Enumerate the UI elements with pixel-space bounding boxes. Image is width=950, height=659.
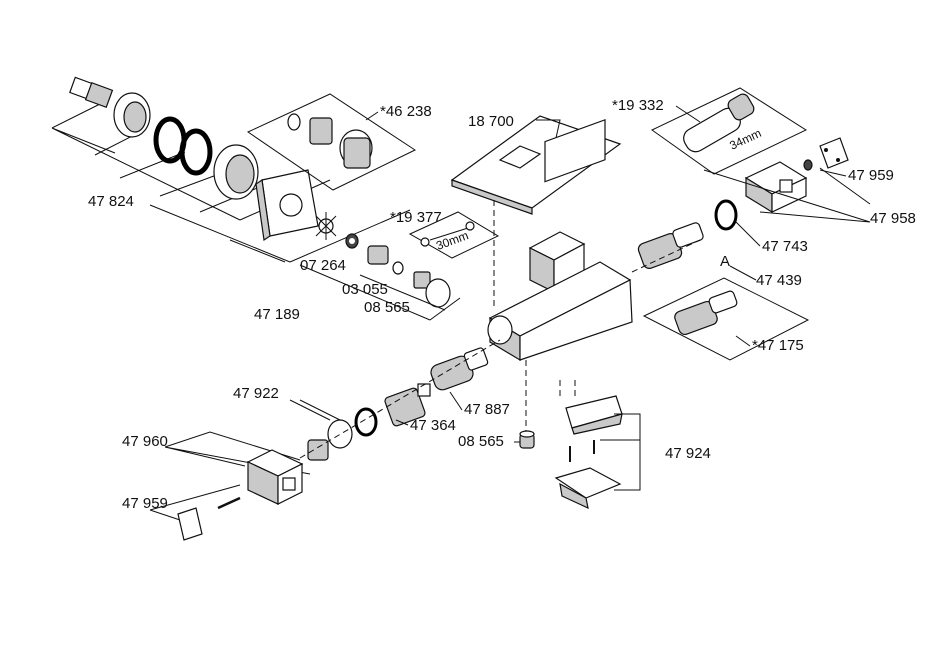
- label-47743: 47 743: [762, 238, 808, 255]
- square-cap: [746, 162, 806, 212]
- label-18700: 18 700: [468, 113, 514, 130]
- label-07264: 07 264: [300, 257, 346, 274]
- lower-right-assembly: [556, 396, 640, 508]
- spout-upper: [566, 396, 622, 434]
- mixer-body: [452, 116, 632, 438]
- label-A: A: [720, 253, 730, 270]
- label-47958: 47 958: [870, 210, 916, 227]
- screw-top-right: [804, 160, 812, 170]
- label-47922: 47 922: [233, 385, 279, 402]
- cover-plate: [820, 138, 848, 168]
- small-cylinder: [520, 431, 534, 448]
- star-washer: [316, 212, 336, 240]
- coupling: [308, 409, 376, 460]
- ring-47743: [716, 201, 736, 229]
- upper-left-assembly: [52, 77, 415, 262]
- label-47439: 47 439: [756, 272, 802, 289]
- label-46238: *46 238: [380, 103, 432, 120]
- label-03055: 03 055: [342, 281, 388, 298]
- threaded-adapter: [214, 145, 258, 199]
- label-08565-top: 08 565: [364, 299, 410, 316]
- label-47959-bottom: 47 959: [122, 495, 168, 512]
- label-30mm: 30mm: [434, 228, 470, 253]
- label-47959-top: 47 959: [848, 167, 894, 184]
- cartridge-47175: [673, 290, 738, 336]
- plate-left: [178, 508, 202, 540]
- label-19332: *19 332: [612, 97, 664, 114]
- spout-lower: [556, 468, 620, 508]
- label-47960: 47 960: [122, 433, 168, 450]
- screw-left: [218, 498, 240, 508]
- square-cover: [256, 170, 318, 240]
- label-47887: 47 887: [464, 401, 510, 418]
- label-47175: *47 175: [752, 337, 804, 354]
- thermo-cartridge: [637, 222, 704, 270]
- nut-part: [114, 93, 150, 137]
- label-47189: 47 189: [254, 306, 300, 323]
- label-47364: 47 364: [410, 417, 456, 434]
- label-47824: 47 824: [88, 193, 134, 210]
- label-47924: 47 924: [665, 445, 711, 462]
- o-ring-2: [182, 131, 210, 173]
- label-08565-bottom: 08 565: [458, 433, 504, 450]
- connector-part: [70, 77, 113, 107]
- label-19377: *19 377: [390, 209, 442, 226]
- diverter-cartridge: [429, 347, 489, 392]
